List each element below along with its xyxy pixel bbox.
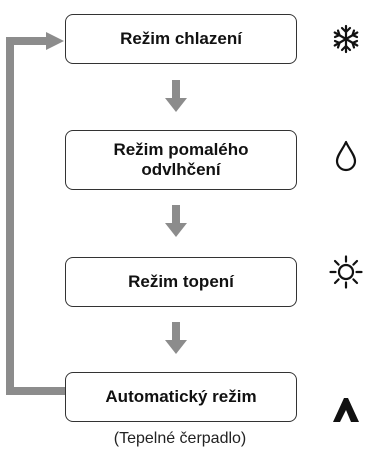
footnote: (Tepelné čerpadlo) (113, 430, 247, 447)
down-arrow-2 (165, 205, 187, 237)
mode-label-auto: Automatický režim (105, 387, 257, 406)
mode-label-cooling: Režim chlazení (120, 29, 242, 48)
mode-box-heating: Režim topení (65, 257, 297, 307)
mode-box-auto: Automatický režim (65, 372, 297, 422)
loop-back-arrowhead (46, 32, 64, 50)
mode-label-slow-dehumidify: Režim pomalého odvlhčení (113, 140, 249, 179)
down-arrow-1 (165, 80, 187, 112)
mode-label-heating: Režim topení (128, 272, 234, 291)
sun-icon (329, 255, 363, 289)
mode-box-slow-dehumidify: Režim pomalého odvlhčení (65, 130, 297, 190)
down-arrow-3 (165, 322, 187, 354)
auto-mode-icon (333, 398, 359, 422)
loop-back-line (6, 37, 65, 395)
mode-box-cooling: Režim chlazení (65, 14, 297, 64)
droplet-icon (335, 140, 357, 172)
snowflake-icon (333, 24, 359, 54)
